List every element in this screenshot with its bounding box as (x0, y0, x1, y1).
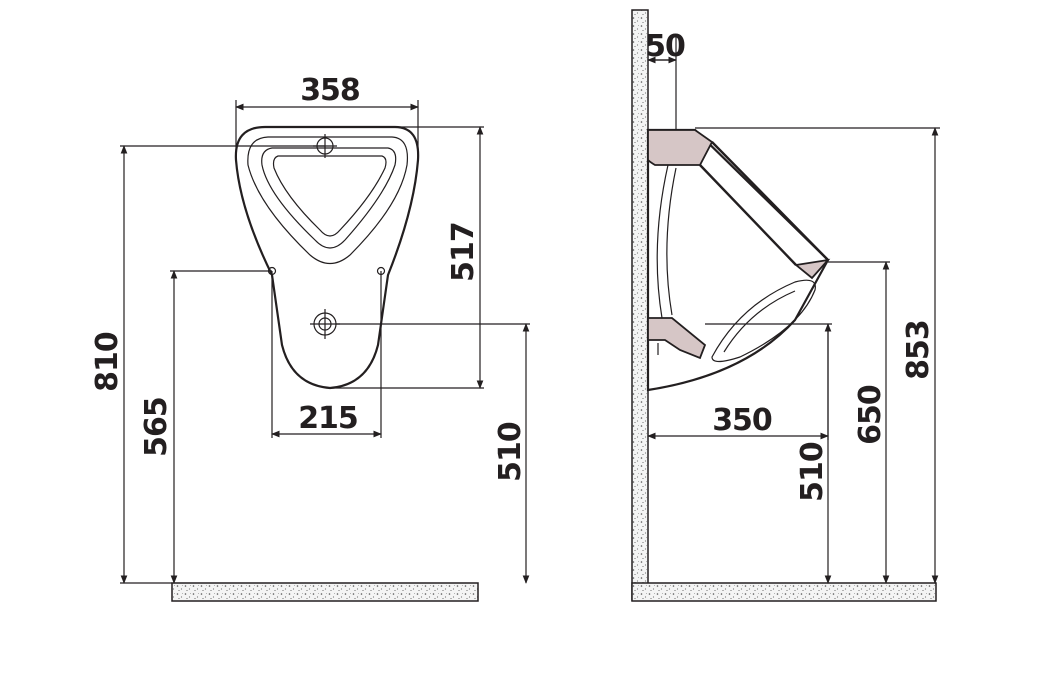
side-urinal-bowl (656, 164, 673, 329)
front-view: 358 810 565 517 215 510 (90, 73, 530, 602)
dim-front-height-fixing: 565 (139, 397, 174, 457)
dim-front-width-top: 358 (300, 73, 360, 108)
front-urinal-bowl-inner (272, 155, 387, 237)
dim-side-depth: 350 (712, 403, 772, 438)
dim-front-height-total: 810 (90, 332, 125, 392)
front-urinal-rim (247, 136, 409, 265)
dim-front-height-rim: 517 (446, 222, 481, 282)
side-view: 50 853 650 510 350 (631, 9, 940, 602)
front-urinal-body (234, 125, 420, 390)
side-urinal-front-rim (711, 279, 816, 363)
front-urinal-bowl (261, 147, 397, 249)
dim-side-height-total: 853 (901, 320, 936, 380)
side-floor (631, 582, 937, 602)
dim-front-height-outlet: 510 (493, 422, 528, 482)
dim-side-inlet: 50 (645, 29, 685, 64)
side-wall (631, 9, 649, 601)
dim-side-height-lip: 650 (853, 385, 888, 445)
dim-side-height-outlet: 510 (795, 442, 830, 502)
front-floor (171, 582, 479, 602)
dim-front-width-bottom: 215 (298, 401, 358, 436)
